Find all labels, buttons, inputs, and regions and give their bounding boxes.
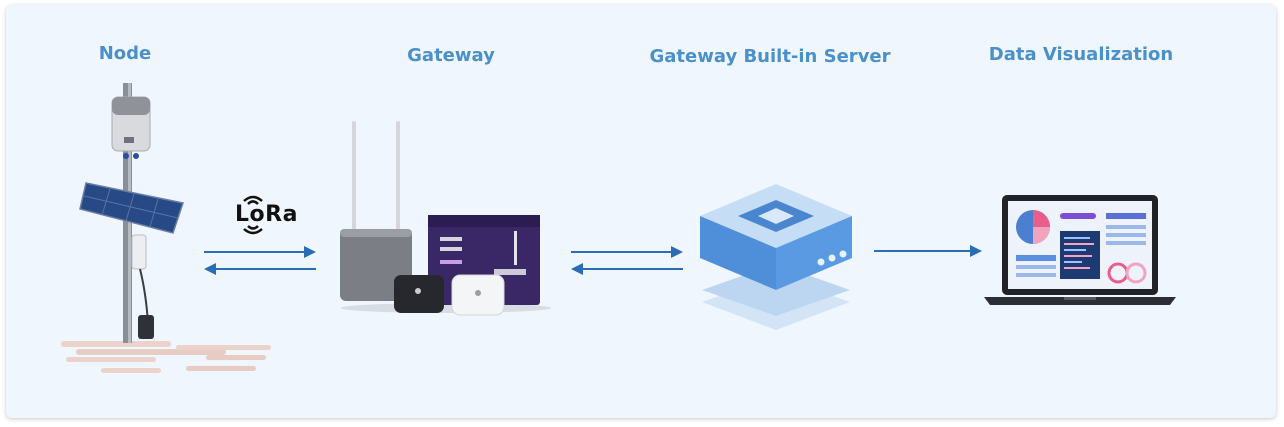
gateway-device-icon (340, 121, 551, 316)
server-stack-icon (700, 184, 852, 330)
server-to-visualization-arrow (874, 245, 982, 257)
visualization-title: Data Visualization (988, 44, 1174, 65)
gateway-to-node-arrow (204, 263, 316, 275)
node-to-gateway-arrow (204, 246, 316, 258)
server-to-gateway-arrow (571, 263, 683, 275)
laptop-dashboard-icon (984, 195, 1176, 305)
lora-label: LoRa (235, 202, 298, 227)
gateway-to-server-arrow (571, 246, 683, 258)
gateway-title: Gateway (407, 45, 495, 66)
node-pole-icon (61, 83, 271, 373)
server-title: Gateway Built-in Server (649, 46, 891, 67)
lora-wave-icon (243, 195, 263, 235)
diagram-canvas: Node Gateway Gateway Built-in Server Dat… (6, 5, 1276, 418)
node-title: Node (98, 43, 152, 64)
